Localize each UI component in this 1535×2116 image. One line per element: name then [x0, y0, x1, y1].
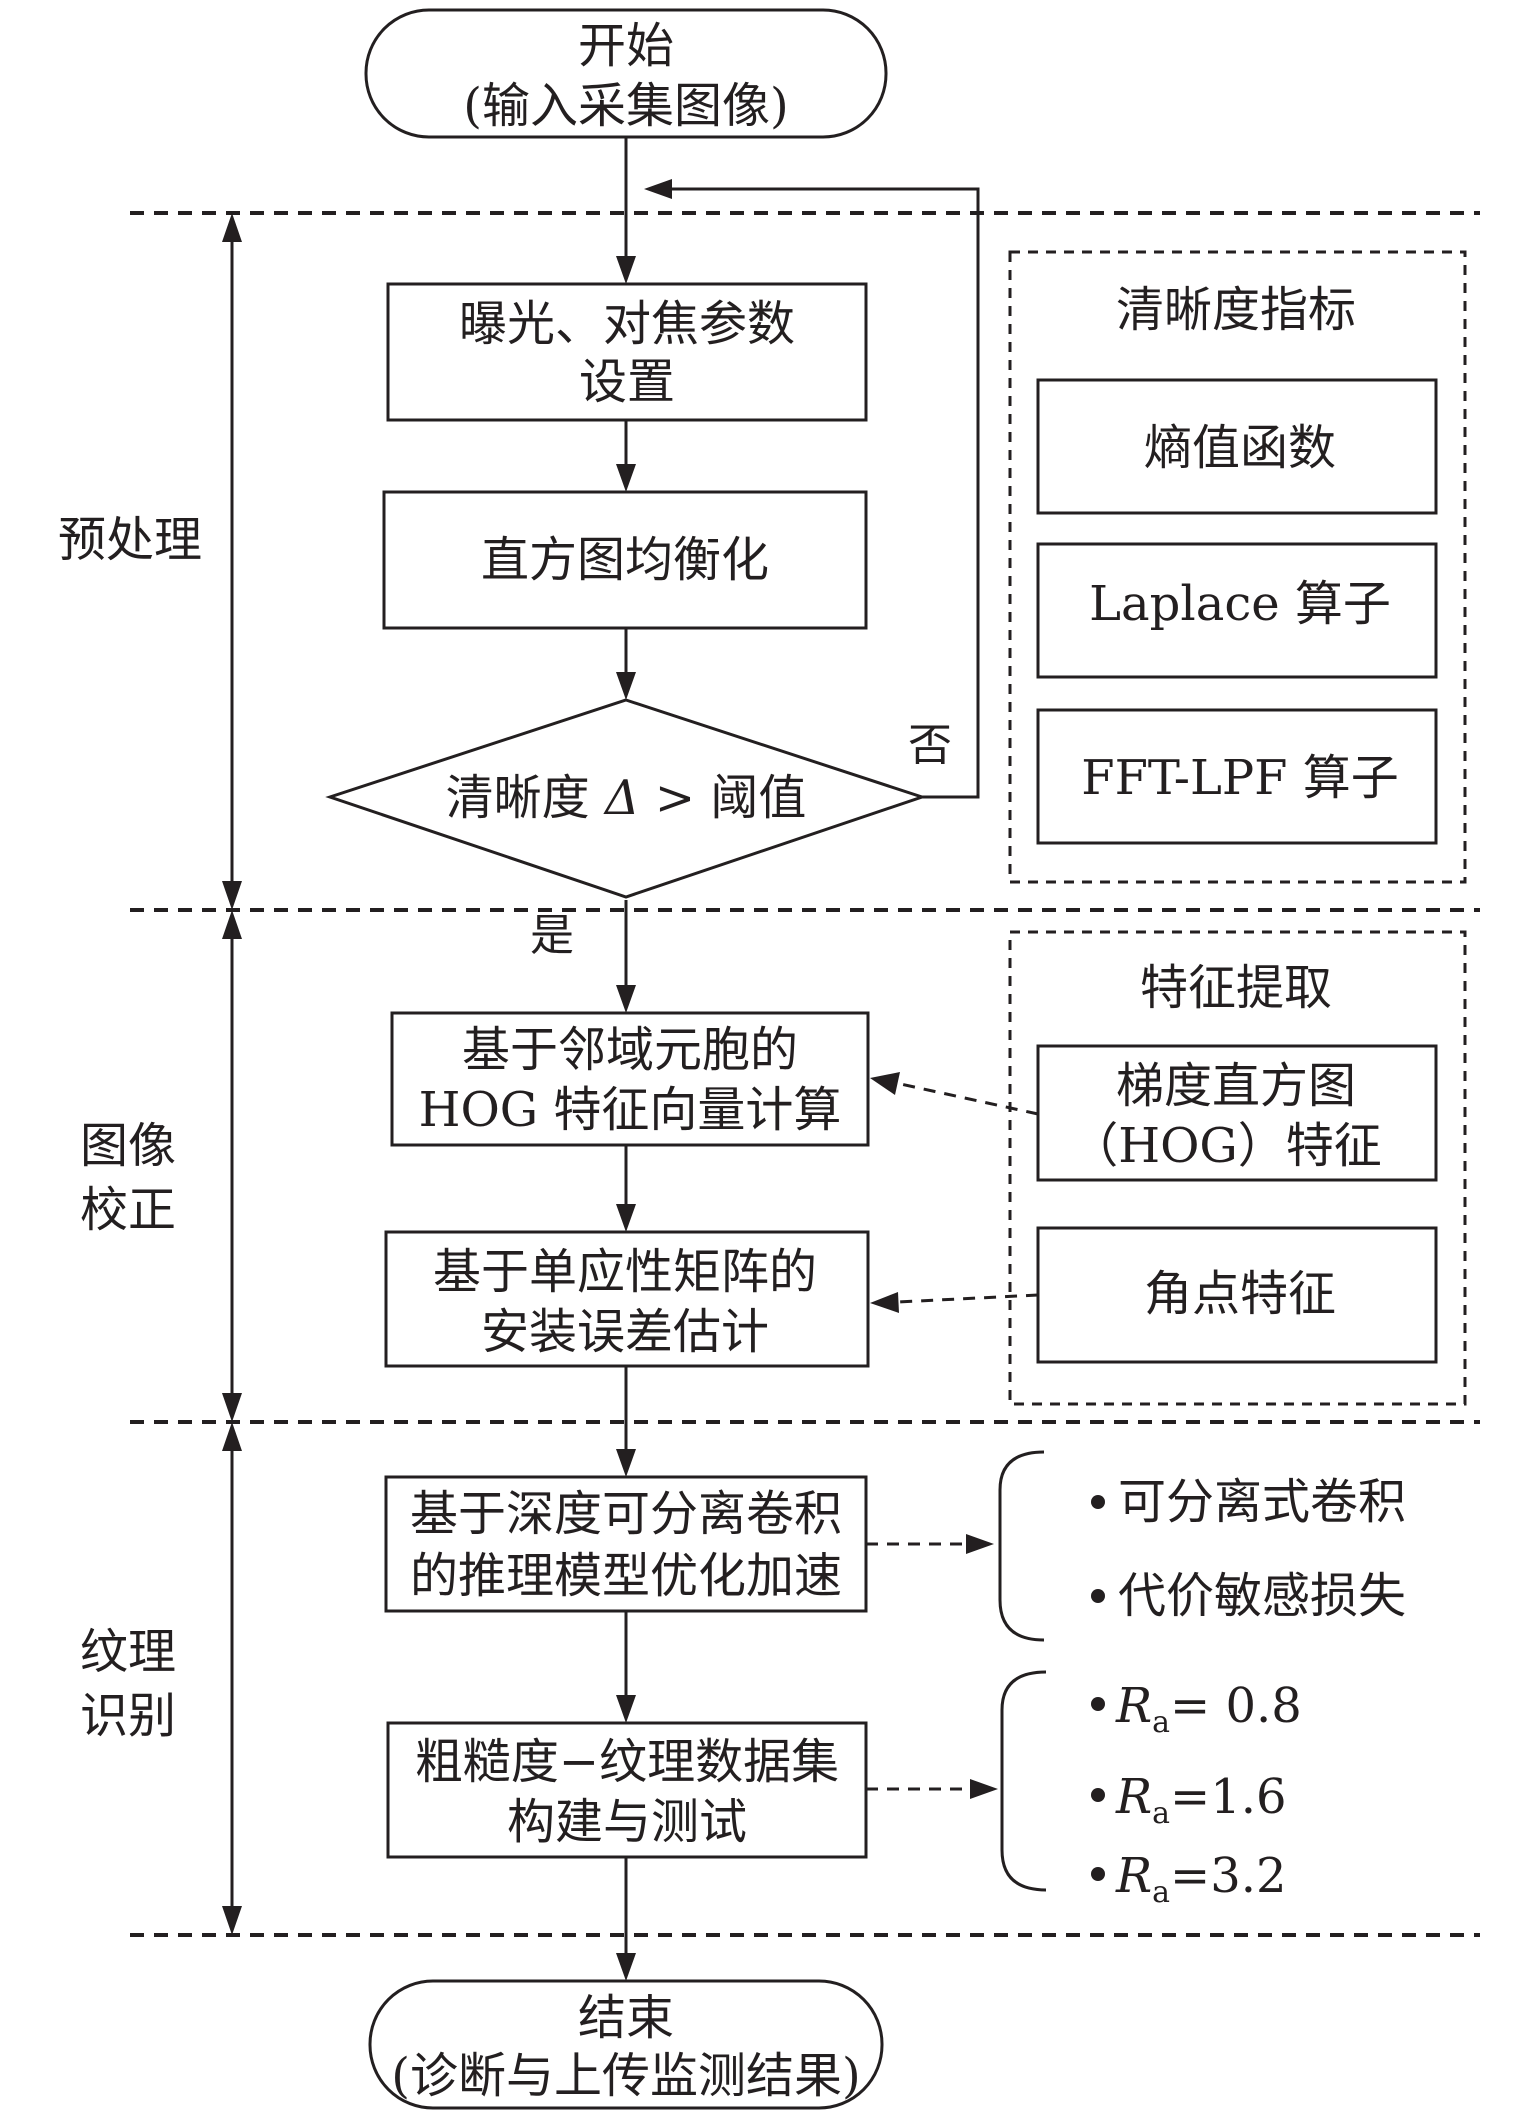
roughness-dashed-arrow [866, 1779, 998, 1799]
yes-label: 是 [530, 910, 574, 961]
roughness-brace [1000, 1670, 1047, 1892]
hog-feature-label-2: HOG 特征向量计算 [419, 1082, 842, 1138]
feature-corner-label: 角点特征 [1144, 1266, 1336, 1322]
end-title: 结束 [578, 1990, 674, 2046]
dataset-label-2: 构建与测试 [507, 1794, 747, 1850]
optimization-bullet-cost-sensitive-loss: 代价敏感损失 [1118, 1568, 1406, 1624]
roughness-values: Ra= 0.8 Ra=1.6 Ra=3.2 [1091, 1678, 1302, 1910]
end-node: 结束 (诊断与上传监测结果) [368, 1979, 884, 2110]
stage-label-texture-2: 识别 [80, 1688, 176, 1744]
histogram-equalization-step: 直方图均衡化 [382, 490, 868, 630]
stage-label-correction-2: 校正 [80, 1182, 176, 1238]
exposure-focus-label-1: 曝光、对焦参数 [459, 296, 795, 352]
sharpness-metrics-panel: 清晰度指标 熵值函数 Laplace 算子 FFT-LPF 算子 [1008, 250, 1467, 884]
exposure-focus-step: 曝光、对焦参数 设置 [386, 282, 868, 422]
sharpness-metrics-title: 清晰度指标 [1116, 282, 1356, 338]
optimization-bullet-separable-conv: 可分离式卷积 [1118, 1474, 1406, 1530]
feature-extraction-title: 特征提取 [1140, 960, 1332, 1016]
optimization-dashed-arrow [866, 1534, 994, 1554]
exposure-focus-label-2: 设置 [579, 354, 675, 410]
no-label: 否 [908, 720, 952, 771]
homography-step: 基于单应性矩阵的 安装误差估计 [384, 1230, 870, 1368]
feature-hog-label-2: （HOG）特征 [1070, 1118, 1382, 1174]
sharpness-item-entropy: 熵值函数 [1144, 420, 1336, 476]
main-flow-connectors [616, 137, 636, 1981]
depthwise-conv-label-2: 的推理模型优化加速 [410, 1548, 842, 1604]
stage-span-arrows [222, 213, 242, 1935]
start-title: 开始 [578, 18, 674, 74]
depthwise-conv-step: 基于深度可分离卷积 的推理模型优化加速 [384, 1475, 868, 1613]
homography-label-1: 基于单应性矩阵的 [433, 1244, 817, 1300]
feature-extraction-panel: 特征提取 梯度直方图 （HOG）特征 角点特征 [1008, 930, 1467, 1406]
homography-label-2: 安装误差估计 [481, 1304, 769, 1360]
dataset-label-1: 粗糙度−纹理数据集 [415, 1734, 839, 1790]
delta-symbol: Δ [603, 770, 640, 826]
sharpness-decision-label: 清晰度 Δ > 阈值 [446, 770, 807, 826]
feature-dashed-arrows [870, 1072, 1039, 1313]
start-subtitle: (输入采集图像) [463, 78, 788, 134]
dataset-step: 粗糙度−纹理数据集 构建与测试 [386, 1721, 868, 1859]
depthwise-conv-label-1: 基于深度可分离卷积 [410, 1486, 842, 1542]
optimization-bullets: 可分离式卷积 代价敏感损失 [1091, 1474, 1406, 1624]
sharpness-decision: 清晰度 Δ > 阈值 [325, 698, 927, 899]
hog-feature-step: 基于邻域元胞的 HOG 特征向量计算 [390, 1011, 870, 1147]
sharpness-item-fft-lpf: FFT-LPF 算子 [1081, 750, 1398, 806]
start-node: 开始 (输入采集图像) [364, 8, 888, 139]
stage-label-correction-1: 图像 [80, 1118, 176, 1174]
histogram-equalization-label: 直方图均衡化 [481, 532, 769, 588]
sharpness-item-laplace: Laplace 算子 [1089, 576, 1391, 632]
stage-label-texture-1: 纹理 [80, 1624, 176, 1680]
stage-label-preprocess: 预处理 [58, 512, 202, 568]
feature-hog-label-1: 梯度直方图 [1116, 1058, 1356, 1114]
optimization-brace [998, 1450, 1045, 1642]
hog-feature-label-1: 基于邻域元胞的 [462, 1022, 798, 1078]
roughness-value-3: Ra=3.2 [1115, 1848, 1287, 1910]
roughness-value-1: Ra= 0.8 [1115, 1678, 1302, 1740]
end-subtitle: (诊断与上传监测结果) [391, 2048, 860, 2104]
roughness-value-2: Ra=1.6 [1115, 1769, 1287, 1831]
no-feedback-loop [644, 179, 980, 799]
